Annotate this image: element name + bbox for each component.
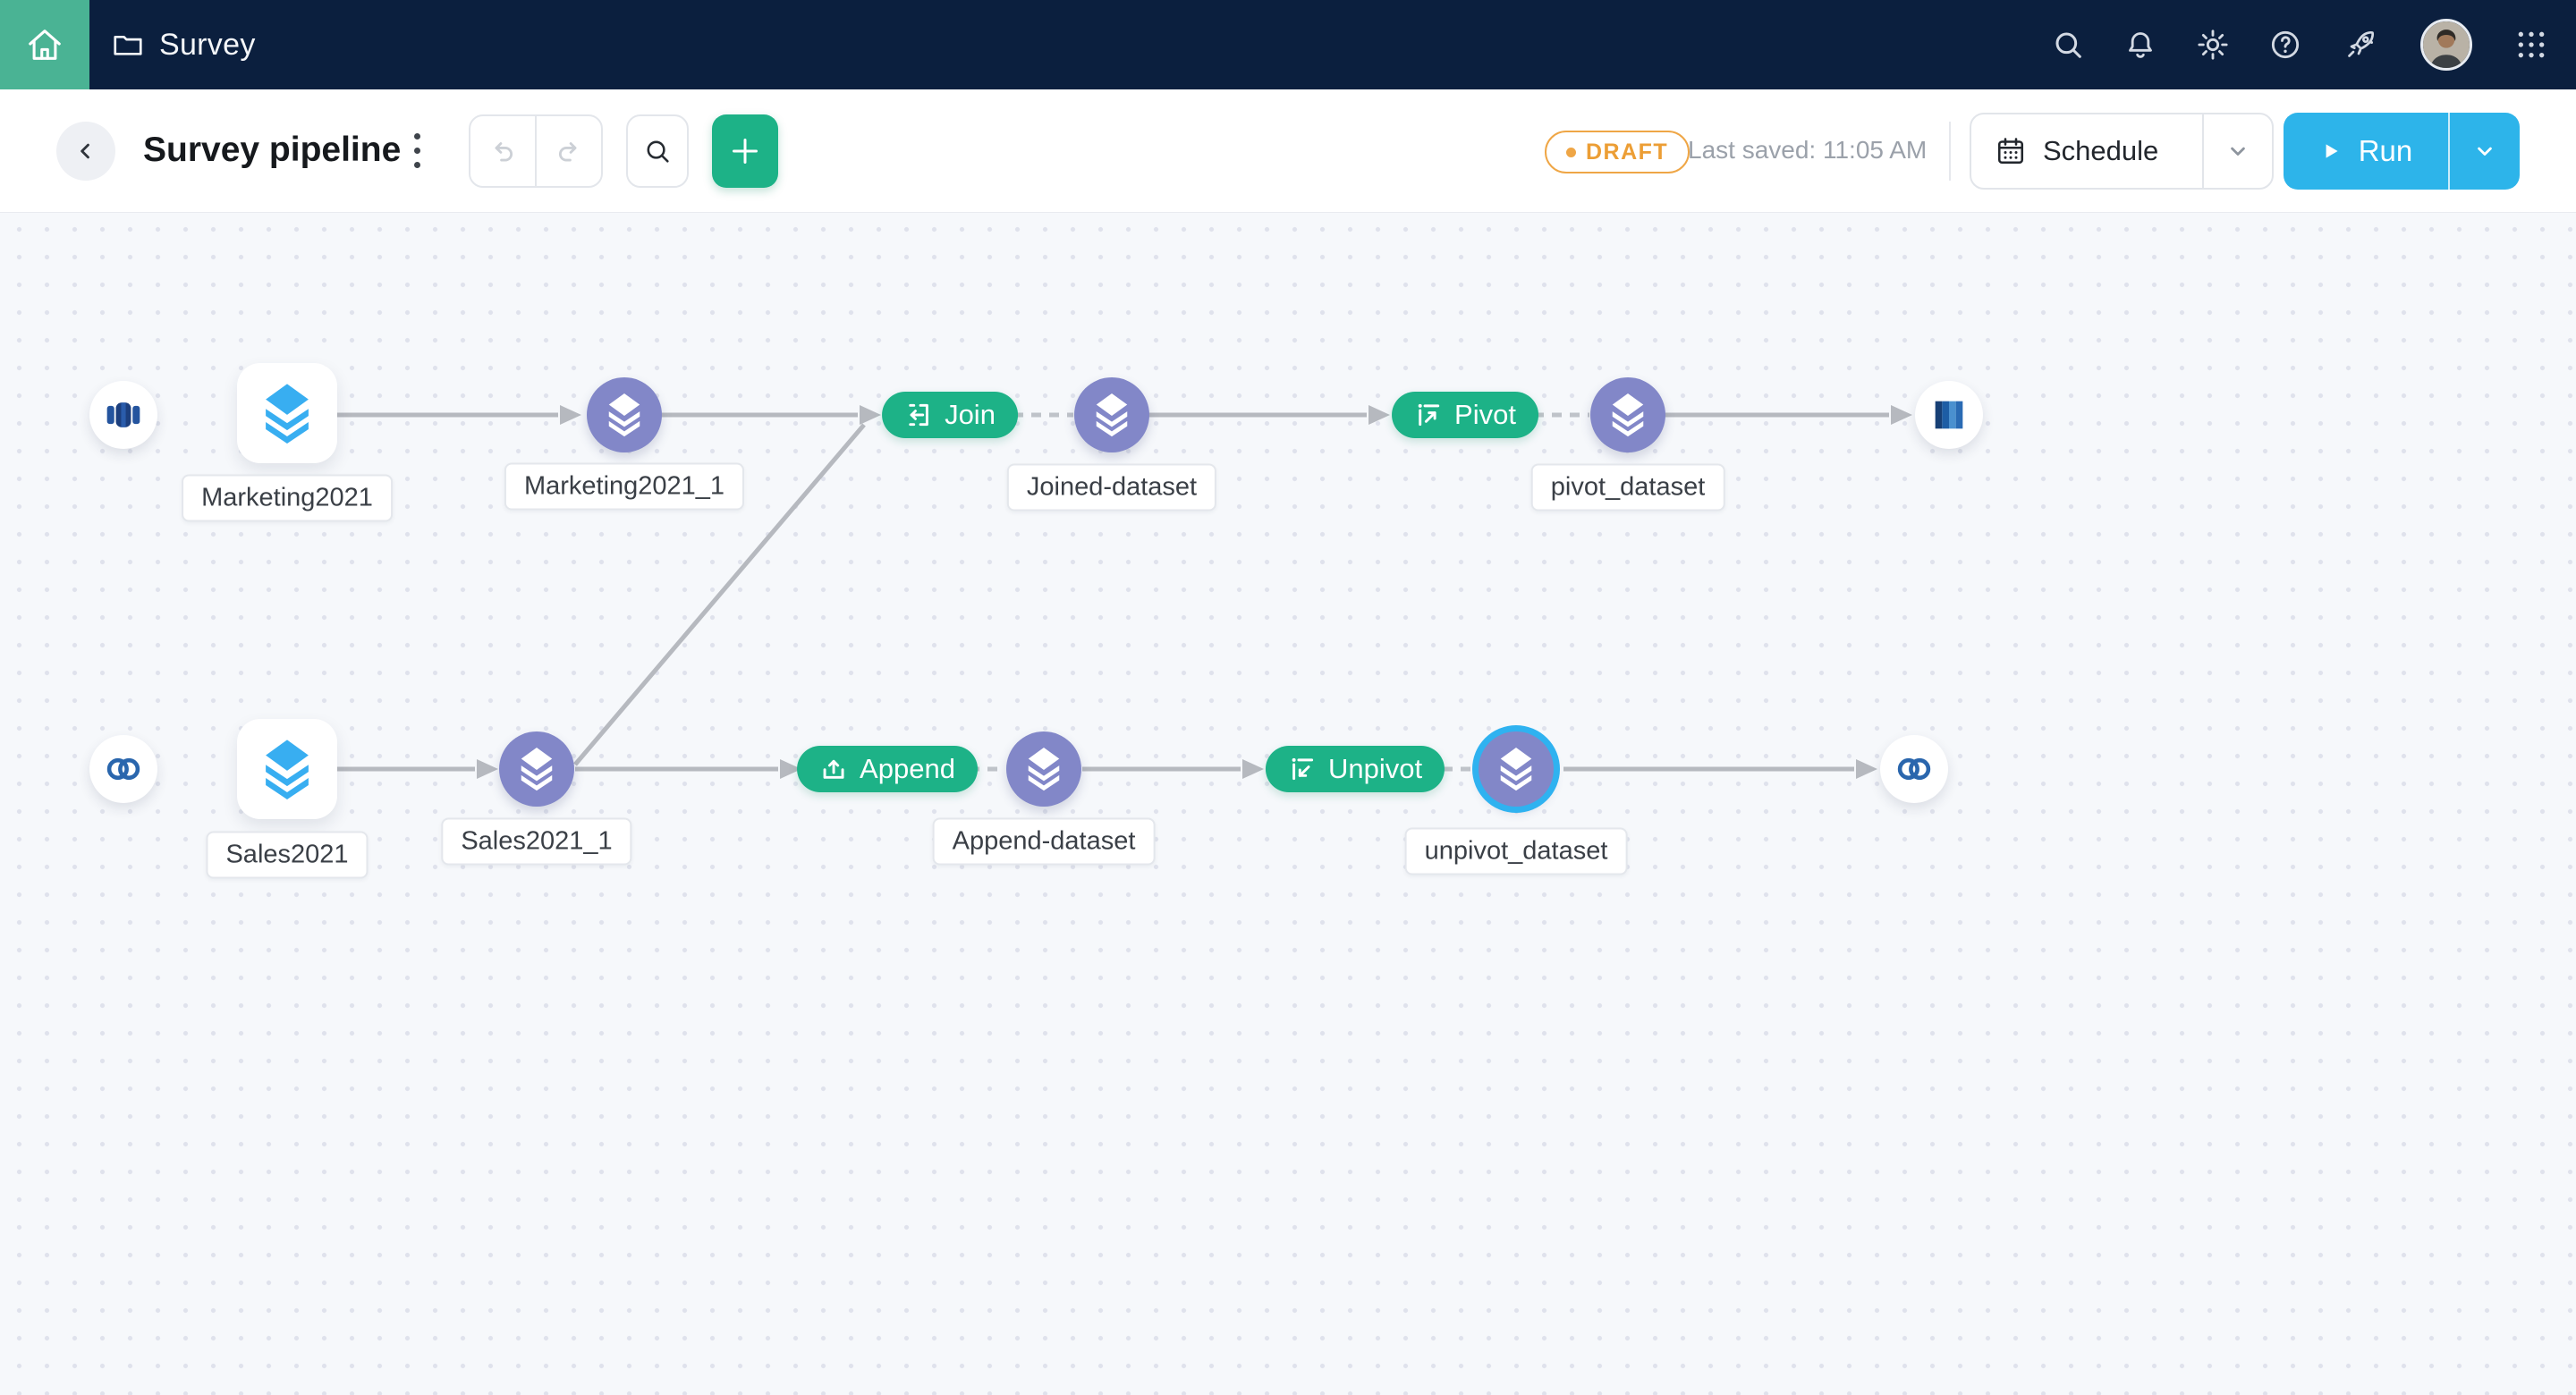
join-icon <box>904 401 933 429</box>
help-button[interactable] <box>2264 0 2307 89</box>
dataset-layers-icon <box>1496 747 1537 791</box>
append-operation-node[interactable]: Append <box>797 746 978 792</box>
settings-button[interactable] <box>2191 0 2234 89</box>
breadcrumb: Survey <box>111 0 256 89</box>
dataset-node-marketing2021-1[interactable] <box>587 377 662 452</box>
schedule-dropdown-button[interactable] <box>2202 114 2272 188</box>
run-dropdown-button[interactable] <box>2448 113 2520 190</box>
input-node-marketing2021[interactable] <box>237 363 337 463</box>
join-operation-node[interactable]: Join <box>882 392 1018 438</box>
node-label[interactable]: Append-dataset <box>932 817 1156 866</box>
pivot-operation-node[interactable]: Pivot <box>1392 392 1538 438</box>
back-button[interactable] <box>56 122 115 181</box>
undo-button[interactable] <box>470 116 535 186</box>
destination-node-crm[interactable] <box>1880 735 1948 803</box>
schedule-label: Schedule <box>2043 135 2159 166</box>
chevron-left-icon <box>72 138 99 165</box>
folder-icon <box>111 28 145 62</box>
unpivot-label: Unpivot <box>1327 753 1423 784</box>
schedule-button[interactable]: Schedule <box>1970 113 2274 190</box>
source-node-crm[interactable] <box>89 735 157 803</box>
dataset-node-append[interactable] <box>1006 731 1081 807</box>
avatar-photo <box>2423 21 2470 68</box>
node-label[interactable]: unpivot_dataset <box>1404 827 1628 875</box>
project-name: Survey <box>159 27 256 62</box>
dataset-node-pivot[interactable] <box>1590 377 1665 452</box>
apps-grid-icon <box>2513 27 2549 63</box>
database-cylinder-icon <box>1928 394 1970 435</box>
node-label[interactable]: Marketing2021 <box>182 474 393 522</box>
pipeline-toolbar: Survey pipeline DRAFT Last saved: 11:05 … <box>0 89 2576 213</box>
undo-icon <box>487 136 518 166</box>
append-icon <box>819 755 848 783</box>
chevron-down-icon <box>2472 139 2497 164</box>
search-button[interactable] <box>2046 0 2089 89</box>
home-button[interactable] <box>0 0 89 89</box>
append-label: Append <box>860 753 955 784</box>
last-saved-text: Last saved: 11:05 AM <box>1688 136 1928 164</box>
pivot-icon <box>1414 401 1443 429</box>
plus-icon <box>727 133 763 169</box>
dataset-layers-icon <box>516 747 557 791</box>
unpivot-icon <box>1288 755 1317 783</box>
dataset-layers-icon <box>604 393 645 437</box>
page-title: Survey pipeline <box>143 131 402 169</box>
unpivot-operation-node[interactable]: Unpivot <box>1265 746 1445 792</box>
toolbar-divider <box>1949 122 1951 181</box>
crm-rings-icon <box>103 748 144 790</box>
help-icon <box>2267 27 2303 63</box>
join-label: Join <box>945 399 996 430</box>
source-node-cloud-table[interactable] <box>89 381 157 449</box>
node-label[interactable]: Joined-dataset <box>1006 463 1217 512</box>
canvas-search-button[interactable] <box>626 114 689 188</box>
destination-node-database[interactable] <box>1915 381 1983 449</box>
chevron-down-icon <box>2225 139 2250 164</box>
dataset-layers-icon <box>1023 747 1064 791</box>
search-icon <box>642 136 673 166</box>
dataset-node-unpivot-selected[interactable] <box>1479 731 1554 807</box>
status-badge: DRAFT <box>1545 131 1690 173</box>
user-avatar[interactable] <box>2420 19 2472 71</box>
search-icon <box>2050 27 2086 63</box>
schedule-main[interactable]: Schedule <box>1971 114 2202 188</box>
node-label[interactable]: Sales2021_1 <box>441 817 632 866</box>
gear-icon <box>2195 27 2231 63</box>
bell-icon <box>2123 27 2158 63</box>
status-text: DRAFT <box>1586 139 1669 165</box>
rocket-icon <box>2343 27 2378 63</box>
status-dot <box>1566 147 1576 157</box>
pipeline-edges <box>337 405 1912 779</box>
node-label[interactable]: Sales2021 <box>206 831 369 879</box>
redo-button[interactable] <box>535 116 601 186</box>
node-label[interactable]: pivot_dataset <box>1530 463 1725 512</box>
add-node-button[interactable] <box>712 114 778 188</box>
calendar-icon <box>1995 135 2027 167</box>
apps-launcher-button[interactable] <box>2510 0 2553 89</box>
pipeline-canvas[interactable]: Marketing2021 Marketing2021_1 Join Joine… <box>0 213 2576 1395</box>
dataset-layers-icon <box>1091 393 1132 437</box>
run-main[interactable]: Run <box>2284 113 2448 190</box>
title-menu-button[interactable] <box>414 89 420 211</box>
dataset-layers-icon <box>1607 393 1648 437</box>
dataset-node-joined[interactable] <box>1074 377 1149 452</box>
run-label: Run <box>2358 134 2413 167</box>
whats-new-button[interactable] <box>2339 0 2382 89</box>
dataset-node-sales2021-1[interactable] <box>499 731 574 807</box>
pivot-label: Pivot <box>1454 399 1516 430</box>
notifications-button[interactable] <box>2119 0 2162 89</box>
node-label[interactable]: Marketing2021_1 <box>504 462 745 511</box>
top-navigation-bar: Survey <box>0 0 2576 89</box>
undo-redo-group <box>469 114 603 188</box>
table-source-icon <box>104 395 143 435</box>
home-icon <box>24 24 65 65</box>
redo-icon <box>554 136 584 166</box>
crm-rings-icon <box>1894 748 1935 790</box>
input-node-sales2021[interactable] <box>237 719 337 819</box>
dataset-layers-icon <box>258 739 316 800</box>
play-icon <box>2319 140 2343 163</box>
run-button[interactable]: Run <box>2284 113 2520 190</box>
dataset-layers-icon <box>258 383 316 444</box>
